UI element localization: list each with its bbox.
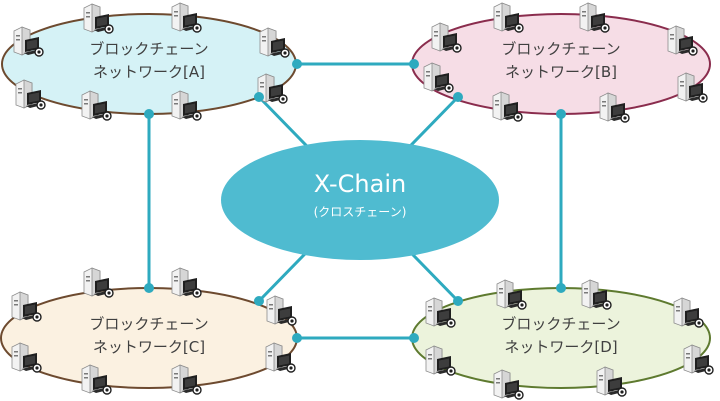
hub-ellipse xyxy=(221,140,499,260)
connection-dot xyxy=(409,59,419,69)
connection-dot xyxy=(556,109,566,119)
xchain-hub: X-Chain (クロスチェーン) xyxy=(221,140,499,260)
server-computer-icon xyxy=(683,344,714,375)
network-c-label-line2: ネットワーク[C] xyxy=(93,338,205,356)
server-computer-icon xyxy=(493,2,524,33)
server-computer-icon xyxy=(171,2,202,33)
connection-dot xyxy=(292,59,302,69)
server-computer-icon xyxy=(11,291,42,322)
hub-title: X-Chain xyxy=(314,170,406,198)
connection-dot xyxy=(144,283,154,293)
connection-dot xyxy=(254,296,264,306)
network-d-label-line2: ネットワーク[D] xyxy=(504,338,617,356)
hub-subtitle: (クロスチェーン) xyxy=(314,205,407,219)
connection-dot xyxy=(453,296,463,306)
network-a-label: ブロックチェーン ネットワーク[A] xyxy=(89,40,208,81)
network-d-label: ブロックチェーン ネットワーク[D] xyxy=(501,315,620,356)
network-b-label-line1: ブロックチェーン xyxy=(501,40,620,58)
connection-dot xyxy=(409,333,419,343)
server-computer-icon xyxy=(83,267,114,298)
server-computer-icon xyxy=(83,3,114,34)
server-computer-icon xyxy=(171,267,202,298)
server-computer-icon xyxy=(259,27,290,58)
network-a-label-line2: ネットワーク[A] xyxy=(93,63,205,81)
server-computer-icon xyxy=(581,279,612,310)
network-b-label-line2: ネットワーク[B] xyxy=(505,63,617,81)
connection-dot xyxy=(254,92,264,102)
network-d-label-line1: ブロックチェーン xyxy=(501,315,620,333)
server-computer-icon xyxy=(266,295,297,326)
connection-dot xyxy=(453,92,463,102)
connection-dots xyxy=(144,59,566,343)
server-computer-icon xyxy=(673,297,704,328)
network-a-label-line1: ブロックチェーン xyxy=(89,40,208,58)
network-c-label-line1: ブロックチェーン xyxy=(89,315,208,333)
network-c-label: ブロックチェーン ネットワーク[C] xyxy=(89,315,208,356)
server-computer-icon xyxy=(667,25,698,56)
connection-dot xyxy=(292,333,302,343)
server-computer-icon xyxy=(496,279,527,310)
network-b-label: ブロックチェーン ネットワーク[B] xyxy=(501,40,620,81)
connection-dot xyxy=(144,109,154,119)
network-rings xyxy=(0,13,711,389)
server-computer-icon xyxy=(579,2,610,33)
server-computer-icon xyxy=(425,297,456,328)
connection-dot xyxy=(556,283,566,293)
